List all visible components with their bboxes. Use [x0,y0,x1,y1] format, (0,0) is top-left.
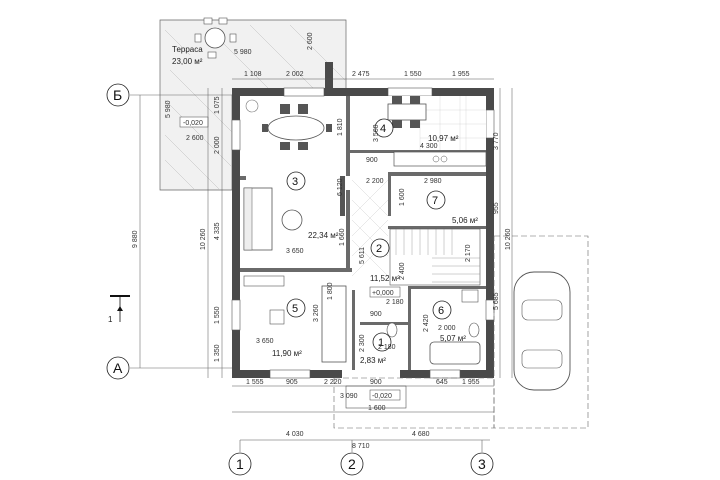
room-4-number: 4 [380,123,386,135]
room-6-area: 5,07 м² [440,334,466,343]
terrace-level: -0,020 [183,120,203,127]
dim-right-3: 5 685 [493,292,500,310]
dim-inner-19: 900 [370,311,382,318]
room-1-area: 2,83 м² [360,356,386,365]
furniture [243,96,589,429]
dim-bottom-8: 1 600 [368,405,386,412]
inner-dimensions: 5 980 2 600 5 980 2 600 1 810 3 560 4 30… [165,32,472,352]
dim-top-5: 1 955 [452,71,470,78]
dim-right-2: 955 [493,202,500,214]
plant-icon [245,99,259,113]
section-mark: 1 [108,315,113,324]
axis-3: 3 [478,456,486,472]
terrace-area: 23,00 м² [172,57,203,66]
room-2-area: 11,52 м² [370,274,400,283]
carport-outline [493,235,589,429]
room-7-area: 5,06 м² [452,216,478,225]
entrance-porch-outline [333,377,495,429]
left-dimensions: 1 075 2 000 4 335 1 550 1 350 10 260 9 8… [132,88,223,378]
dim-bottom-10: 4 680 [412,431,430,438]
dim-left-5: 1 350 [214,344,221,362]
dim-bottom-9: 4 030 [286,431,304,438]
dim-top-3: 2 475 [352,71,370,78]
dim-top-1: 1 108 [244,71,262,78]
dim-left-3: 4 335 [214,222,221,240]
dim-bottom-total: 8 710 [352,443,370,450]
dim-left-2: 2 000 [214,136,221,154]
dim-inner-24: 3 650 [256,338,274,345]
dim-inner-16: 2 170 [465,244,472,262]
dim-bottom-6: 1 955 [462,379,480,386]
dim-inner-23: 2 180 [378,344,396,351]
dim-inner-6: 3 560 [373,124,380,142]
kitchen-counter [393,151,487,167]
dim-inner-4: 2 600 [186,135,204,142]
dim-right-4: 10 260 [505,228,512,250]
axis-2: 2 [348,456,356,472]
room-3-area: 22,34 м² [308,231,339,240]
dim-inner-17: 2 400 [399,262,406,280]
dim-inner-9: 6 120 [337,178,344,196]
dim-top-2: 2 002 [286,71,304,78]
room-2-number: 2 [376,243,382,255]
dim-bottom-3: 2 220 [324,379,342,386]
room-5-area: 11,90 м² [272,349,302,358]
room-5-number: 5 [292,303,298,315]
room-1-number: 1 [378,337,384,349]
axis-1: 1 [236,456,244,472]
axis-b: Б [113,87,122,103]
room-4-area: 10,97 м² [428,134,459,143]
dim-inner-15: 5 611 [359,247,366,264]
dim-inner-10: 2 200 [366,178,384,185]
axis-markers: 1 2 3 Б А 1 [106,83,494,476]
dim-inner-26: 1 800 [327,282,334,300]
dim-inner-18: 2 180 [386,299,404,306]
car-icon [513,271,571,391]
terrace-table-icon [204,27,226,49]
bottom-dimensions: 1 555 905 2 220 900 645 1 955 3 090 1 60… [232,379,494,450]
dim-bottom-4: 900 [370,379,382,386]
dim-left-1: 1 075 [214,96,221,114]
axis-a: А [113,360,123,376]
terrace-name: Терраса [172,45,203,54]
room-6-number: 6 [438,305,444,317]
dim-inner-1: 5 980 [234,49,252,56]
dim-bottom-2: 905 [286,379,298,386]
dim-bottom-1: 1 555 [246,379,264,386]
dim-left-4: 1 550 [214,306,221,324]
dim-inner-14: 1 660 [339,228,346,246]
dim-inner-3: 5 980 [165,100,172,118]
dim-inner-13: 3 650 [286,248,304,255]
bed [321,285,347,363]
dim-inner-5: 1 810 [337,118,344,136]
dim-right-1: 3 770 [493,132,500,150]
right-dimensions: 3 770 955 5 685 10 260 [493,88,513,378]
room-7-number: 7 [432,195,438,207]
floor-level: +0,000 [372,290,394,297]
dim-inner-12: 1 600 [399,188,406,206]
dim-bottom-7: 3 090 [340,393,358,400]
dim-inner-25: 3 260 [313,304,320,322]
dim-inner-20: 2 420 [423,314,430,332]
interior-walls [240,96,486,370]
dim-left-outer-2: 9 880 [132,230,139,248]
dim-bottom-5: 645 [436,379,448,386]
dim-inner-2: 2 600 [307,32,314,50]
dim-left-outer-1: 10 260 [200,228,207,250]
room-3-number: 3 [292,176,298,188]
dim-inner-22: 2 300 [359,334,366,352]
dim-inner-7: 4 300 [420,143,438,150]
room-labels: 3 22,34 м² 4 10,97 м² 2 11,52 м² 7 5,06 … [272,118,478,401]
dim-inner-11: 2 980 [424,178,442,185]
chimney [325,62,333,92]
staircase [389,228,481,286]
bathtub [429,341,481,365]
entrance-level: -0,020 [372,393,392,400]
dim-top-4: 1 550 [404,71,422,78]
dim-inner-8: 900 [366,157,378,164]
dim-inner-21: 2 000 [438,325,456,332]
top-dimensions: 1 108 2 002 2 475 1 550 1 955 [232,71,494,80]
